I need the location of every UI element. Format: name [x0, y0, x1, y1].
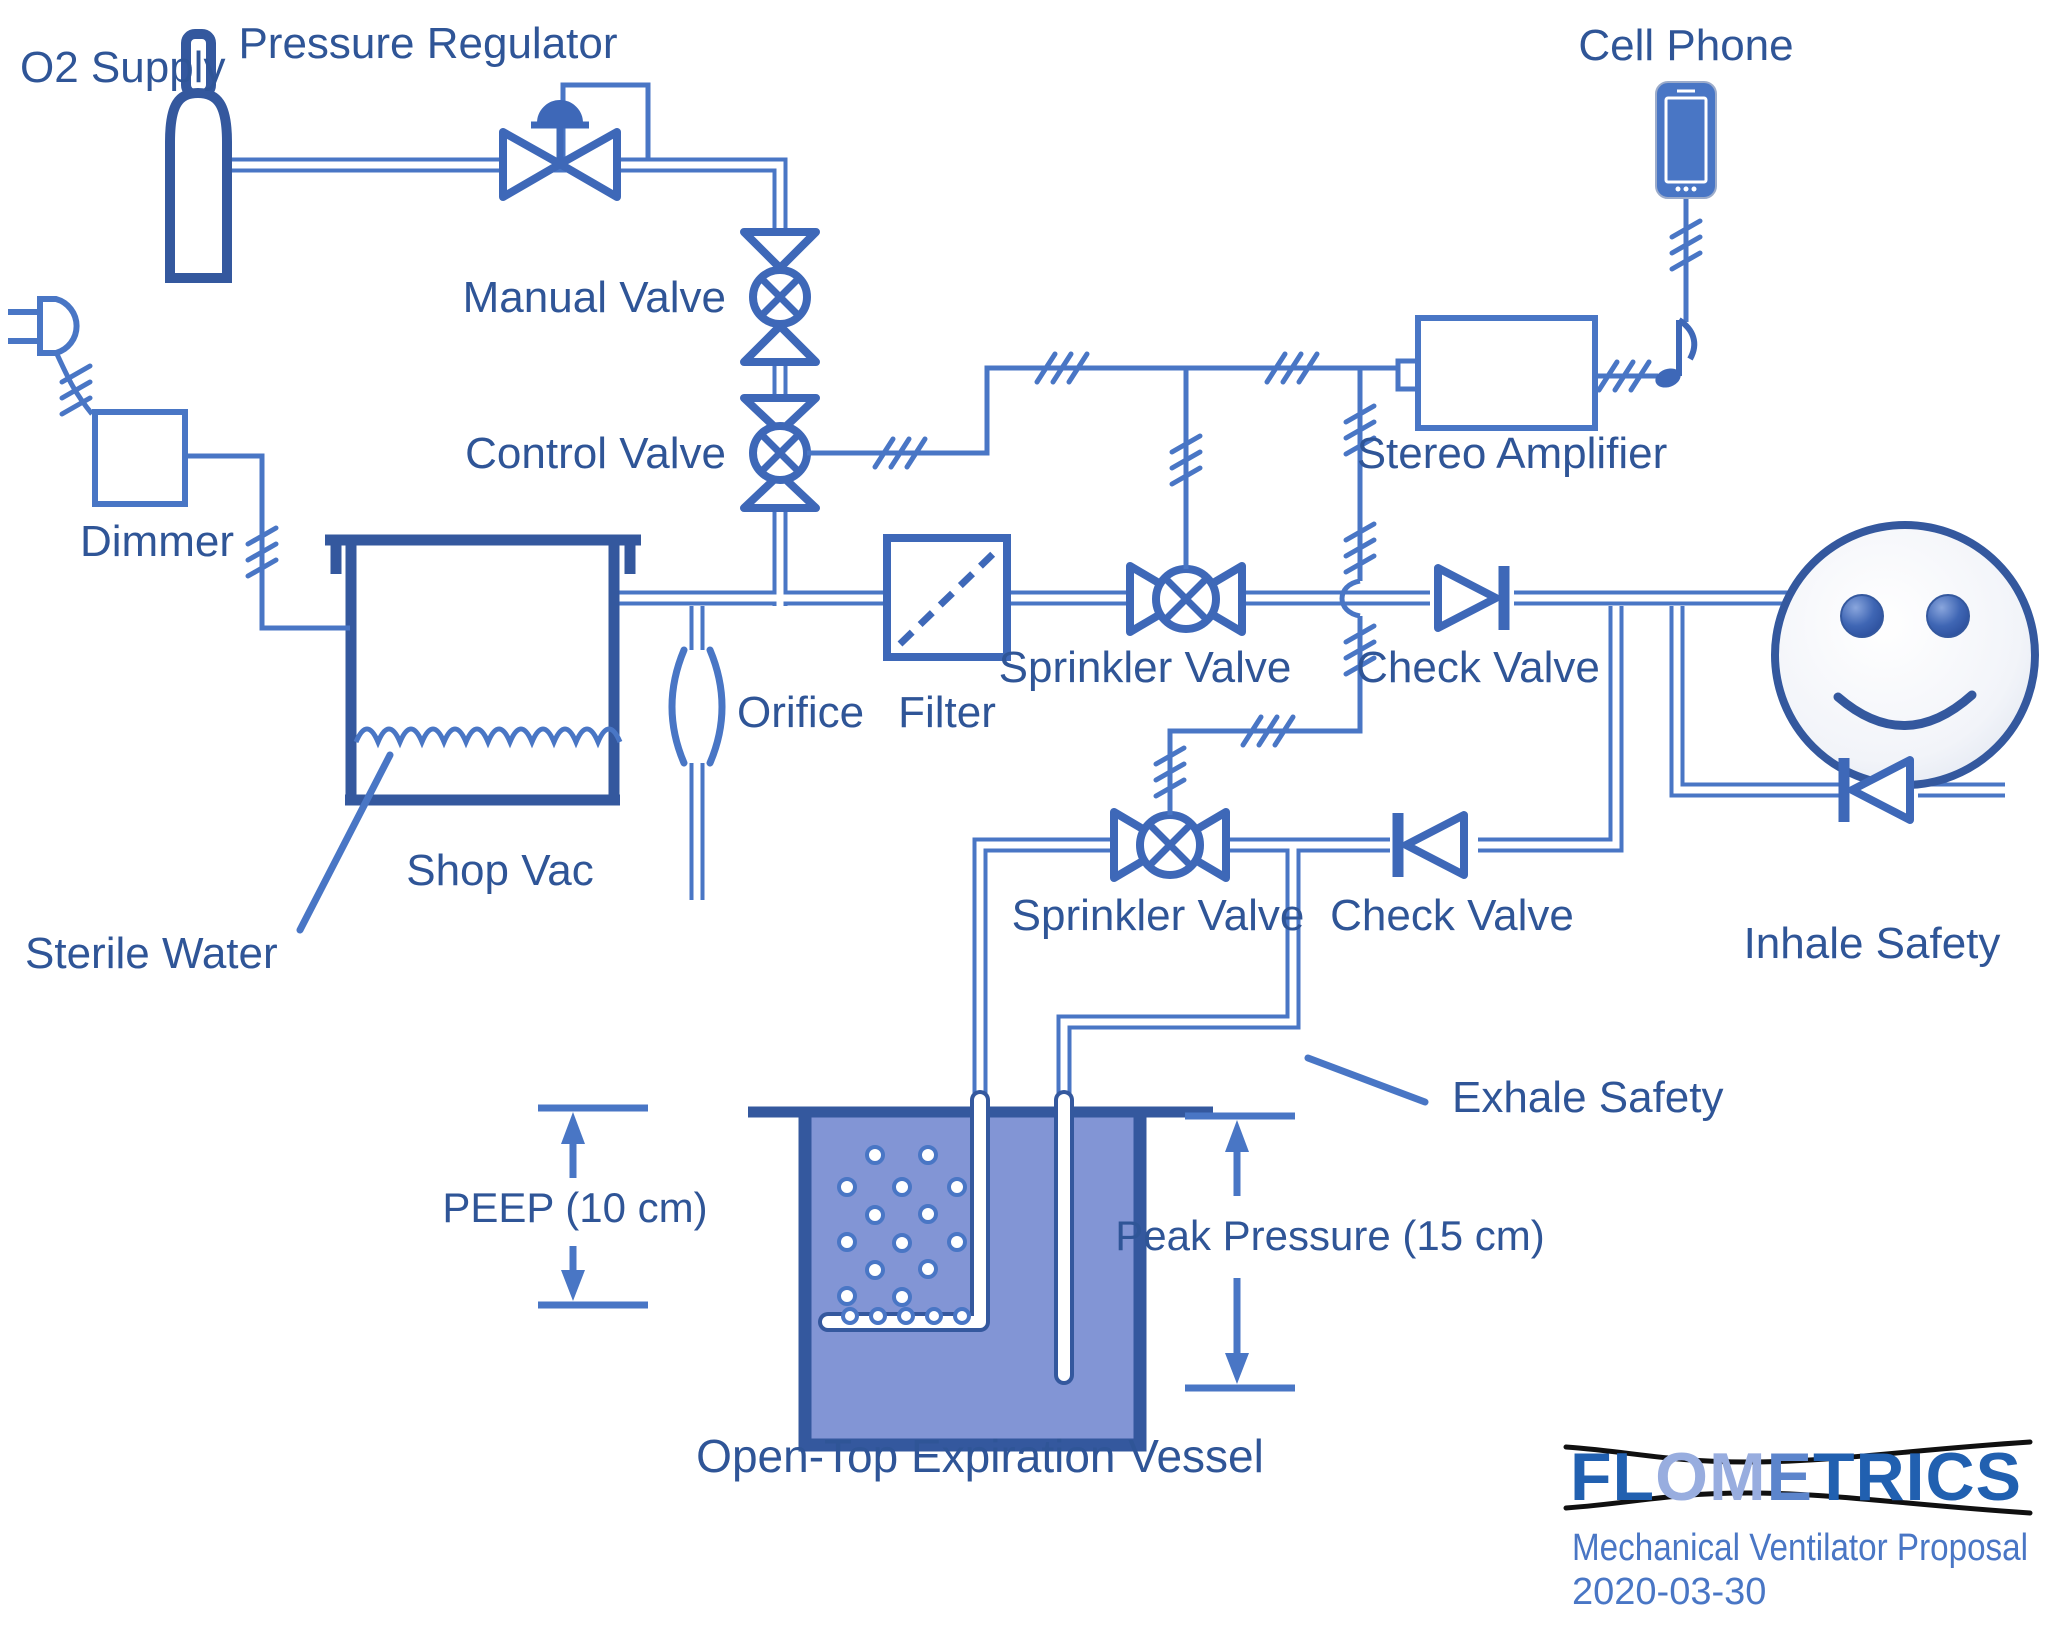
- stereo-amplifier-box: [1415, 315, 1598, 431]
- cell-phone-icon: [1655, 81, 1717, 199]
- pressure-regulator-symbol: [499, 82, 651, 201]
- sprinkler-valve-2-symbol: [1110, 808, 1230, 882]
- exhale-safety-pointer: [1304, 1054, 1429, 1106]
- peak-pressure-dimension: [1185, 1112, 1295, 1392]
- peak-pressure-label: Peak Pressure (15 cm): [1115, 1212, 1544, 1259]
- peep-label: PEEP (10 cm): [442, 1184, 707, 1231]
- face-left-eye: [1840, 594, 1884, 638]
- venturi-bottom-line: [1563, 1490, 2033, 1516]
- shop-vac-label: Shop Vac: [406, 846, 594, 895]
- stereo-amplifier-label: Stereo Amplifier: [1357, 429, 1668, 478]
- orifice-symbol: [668, 646, 726, 767]
- inhale-safety-label: Inhale Safety: [1744, 919, 2001, 968]
- logo-subtitle: Mechanical Ventilator Proposal: [1572, 1527, 2028, 1569]
- expiration-vessel: [748, 1090, 1213, 1452]
- electrical-wires: [53, 196, 1700, 815]
- check-valve-1-label: Check Valve: [1356, 643, 1600, 692]
- dimmer-label: Dimmer: [80, 517, 234, 566]
- peep-dimension: [538, 1104, 648, 1309]
- face-smile: [1833, 690, 1977, 730]
- music-note-icon: [1655, 317, 1698, 388]
- check-valve-2-label: Check Valve: [1330, 891, 1574, 940]
- bubbles: [837, 1145, 967, 1307]
- exhale-safety-label: Exhale Safety: [1452, 1073, 1724, 1122]
- venturi-top-line: [1563, 1439, 2033, 1465]
- check-valve-1-symbol: [1434, 564, 1510, 632]
- sterile-water-label: Sterile Water: [25, 929, 278, 978]
- sterile-water-pointer: [296, 751, 394, 934]
- patient-face-icon: [1771, 521, 2039, 789]
- manual-valve-symbol: [740, 228, 820, 366]
- manual-valve-label: Manual Valve: [463, 273, 726, 322]
- dimmer-box: [92, 409, 188, 507]
- sprinkler-valve-1-symbol: [1126, 562, 1246, 636]
- face-right-eye: [1926, 594, 1970, 638]
- filter-box: [883, 534, 1011, 661]
- control-valve-label: Control Valve: [465, 429, 726, 478]
- o2-cylinder-icon: [165, 29, 232, 283]
- water-waves: [353, 726, 623, 749]
- orifice-label: Orifice: [737, 688, 864, 737]
- o2-supply-label: O2 Supply: [20, 43, 225, 92]
- control-valve-symbol: [740, 394, 820, 512]
- cell-phone-label: Cell Phone: [1578, 21, 1793, 70]
- wire-hop: [1339, 578, 1361, 619]
- open-top-vessel-label: Open-Top Expiration Vessel: [696, 1430, 1264, 1482]
- check-valve-2-symbol: [1392, 811, 1468, 879]
- logo-date: 2020-03-30: [1572, 1571, 1766, 1613]
- filter-label: Filter: [898, 688, 996, 737]
- pressure-regulator-label: Pressure Regulator: [238, 19, 617, 68]
- inhale-safety-valve-symbol: [1838, 756, 1914, 824]
- sprinkler-valve-2-label: Sprinkler Valve: [1012, 891, 1305, 940]
- shop-vac-vessel: [325, 534, 641, 806]
- power-plug-icon: [8, 296, 80, 356]
- sprinkler-valve-1-label: Sprinkler Valve: [999, 643, 1292, 692]
- flometrics-logo: FLOMETRICS Mechanical Ventilator Proposa…: [1563, 1439, 2033, 1613]
- peep-bubbler-tube: [818, 1090, 990, 1332]
- logo-wordmark: FLOMETRICS: [1570, 1439, 2022, 1515]
